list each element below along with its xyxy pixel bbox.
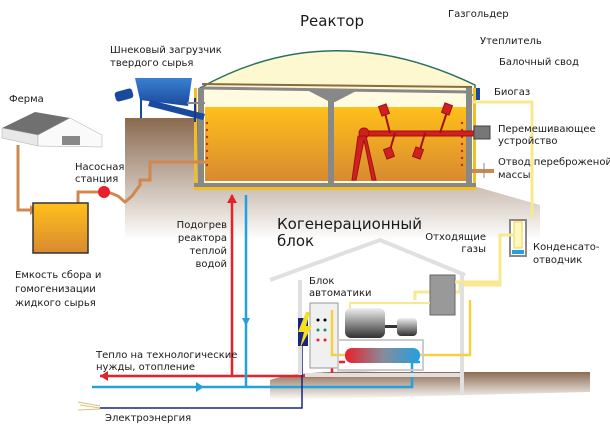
farm-label: Ферма	[9, 94, 44, 105]
chp-house	[269, 237, 466, 395]
chp-title-1: Когенерационный	[277, 215, 423, 233]
pump-label-1: Насосная	[75, 162, 125, 173]
substrate	[205, 107, 467, 181]
feed-pipe-farm	[16, 145, 32, 212]
mixer-motor	[473, 125, 491, 140]
beam-vault-label: Балочный свод	[499, 57, 579, 68]
heating-label-3: теплой	[189, 246, 227, 257]
cabinet-indicators	[316, 318, 327, 342]
automation-label-2: автоматики	[309, 288, 372, 299]
heating-label-2: реактора	[177, 233, 227, 244]
digestate-label-2: массы	[498, 170, 531, 181]
exhaust-box	[429, 274, 456, 316]
tank-label-1: Емкость сбора и	[15, 270, 102, 281]
digestate-label-1: Отвод переброженой	[498, 157, 610, 168]
screw-loader-label-2: твердого сырья	[110, 58, 194, 69]
engine	[345, 308, 385, 338]
exhaust-pipe	[455, 240, 502, 284]
generator	[397, 318, 417, 336]
collection-tank	[32, 202, 89, 254]
digestate-outlet	[472, 169, 494, 173]
ground-chp	[270, 371, 590, 400]
insulation-label: Утеплитель	[480, 36, 542, 47]
electricity-label: Электроэнергия	[105, 413, 192, 424]
heating-coil-left	[205, 121, 209, 167]
automation-label-1: Блок	[309, 276, 335, 287]
tank-label-2: гомогенизации	[15, 284, 96, 295]
mixer	[351, 102, 476, 181]
heating-label-1: Подогрев	[176, 220, 227, 231]
heating-label-4: водой	[195, 259, 227, 270]
screw-loader-label-1: Шнековый загрузчик	[110, 45, 222, 56]
heating-coil-right	[460, 121, 464, 167]
biogas-label: Биогаз	[494, 87, 531, 98]
screw-loader	[114, 78, 205, 122]
exhaust-label-1: Отходящие	[425, 232, 486, 243]
lightning-icon	[298, 312, 312, 348]
biogas-pipe	[472, 100, 534, 218]
pump-station	[98, 186, 110, 198]
engine-frame	[337, 339, 424, 371]
mixer-label-2: устройство	[498, 136, 558, 147]
process-heat-label-2: нужды, отопление	[96, 362, 195, 373]
gasholder-label: Газгольдер	[448, 9, 509, 20]
process-heat-label-1: Тепло на технологические	[96, 350, 238, 361]
reactor-title: Реактор	[300, 12, 364, 30]
condensate-label-1: Конденсато-	[533, 242, 600, 253]
exhaust-label-2: газы	[461, 244, 486, 255]
heat-exchanger	[345, 348, 420, 363]
ground-mound	[125, 118, 540, 240]
farm-building	[1, 112, 103, 148]
condensate-label-2: отводчик	[533, 255, 583, 266]
automation-cabinet	[309, 302, 339, 369]
mixer-label-1: Перемешивающее	[498, 124, 596, 135]
pump-label-2: станция	[75, 174, 119, 185]
tank-label-3: жидкого сырья	[15, 298, 96, 309]
chp-title-2: блок	[277, 232, 315, 250]
